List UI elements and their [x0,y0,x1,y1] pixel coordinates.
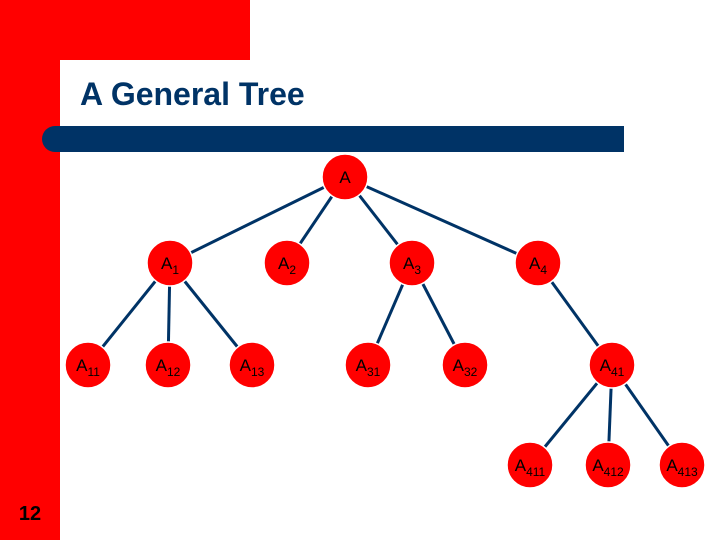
node-label-A411: A411 [515,456,546,479]
node-label-A413: A413 [666,456,698,479]
node-label-A: A [339,168,351,187]
slide-title: A General Tree [80,76,305,112]
node-label-A3: A3 [403,254,421,277]
node-A1: A1 [146,239,194,287]
edge-A-A1 [169,175,346,265]
node-circle-A31 [344,341,392,389]
slide-number: 12 [18,503,42,525]
tree-edges [86,175,684,466]
node-label-A13: A13 [240,356,265,379]
node-circle-A412 [584,441,632,489]
node-label-A12: A12 [156,356,181,379]
node-label-A32: A32 [453,356,478,379]
node-A13: A13 [228,341,276,389]
node-A4: A4 [514,239,562,287]
node-circle-A13 [228,341,276,389]
node-circle-A2 [263,239,311,287]
red-left-bar [0,0,60,540]
node-circle-A41 [588,341,636,389]
node-A11: A11 [64,341,112,389]
node-circle-A1 [146,239,194,287]
node-A413: A413 [658,441,706,489]
node-circle-A3 [388,239,436,287]
node-circle-A11 [64,341,112,389]
node-label-A412: A412 [592,456,624,479]
node-A: A [321,153,369,201]
node-label-A2: A2 [278,254,296,277]
node-circle-A32 [441,341,489,389]
node-A411: A411 [506,441,554,489]
node-A32: A32 [441,341,489,389]
node-A2: A2 [263,239,311,287]
node-label-A11: A11 [76,356,100,379]
node-circle-A [321,153,369,201]
node-A41: A41 [588,341,636,389]
node-label-A31: A31 [356,356,381,379]
node-A31: A31 [344,341,392,389]
node-A412: A412 [584,441,632,489]
node-circle-A12 [144,341,192,389]
node-A12: A12 [144,341,192,389]
node-A3: A3 [388,239,436,287]
node-circle-A411 [506,441,554,489]
node-label-A41: A41 [600,356,625,379]
title-underline-band [42,126,624,152]
edge-A-A4 [344,175,539,265]
node-label-A4: A4 [529,254,547,277]
node-circle-A4 [514,239,562,287]
node-label-A1: A1 [161,254,179,277]
node-circle-A413 [658,441,706,489]
